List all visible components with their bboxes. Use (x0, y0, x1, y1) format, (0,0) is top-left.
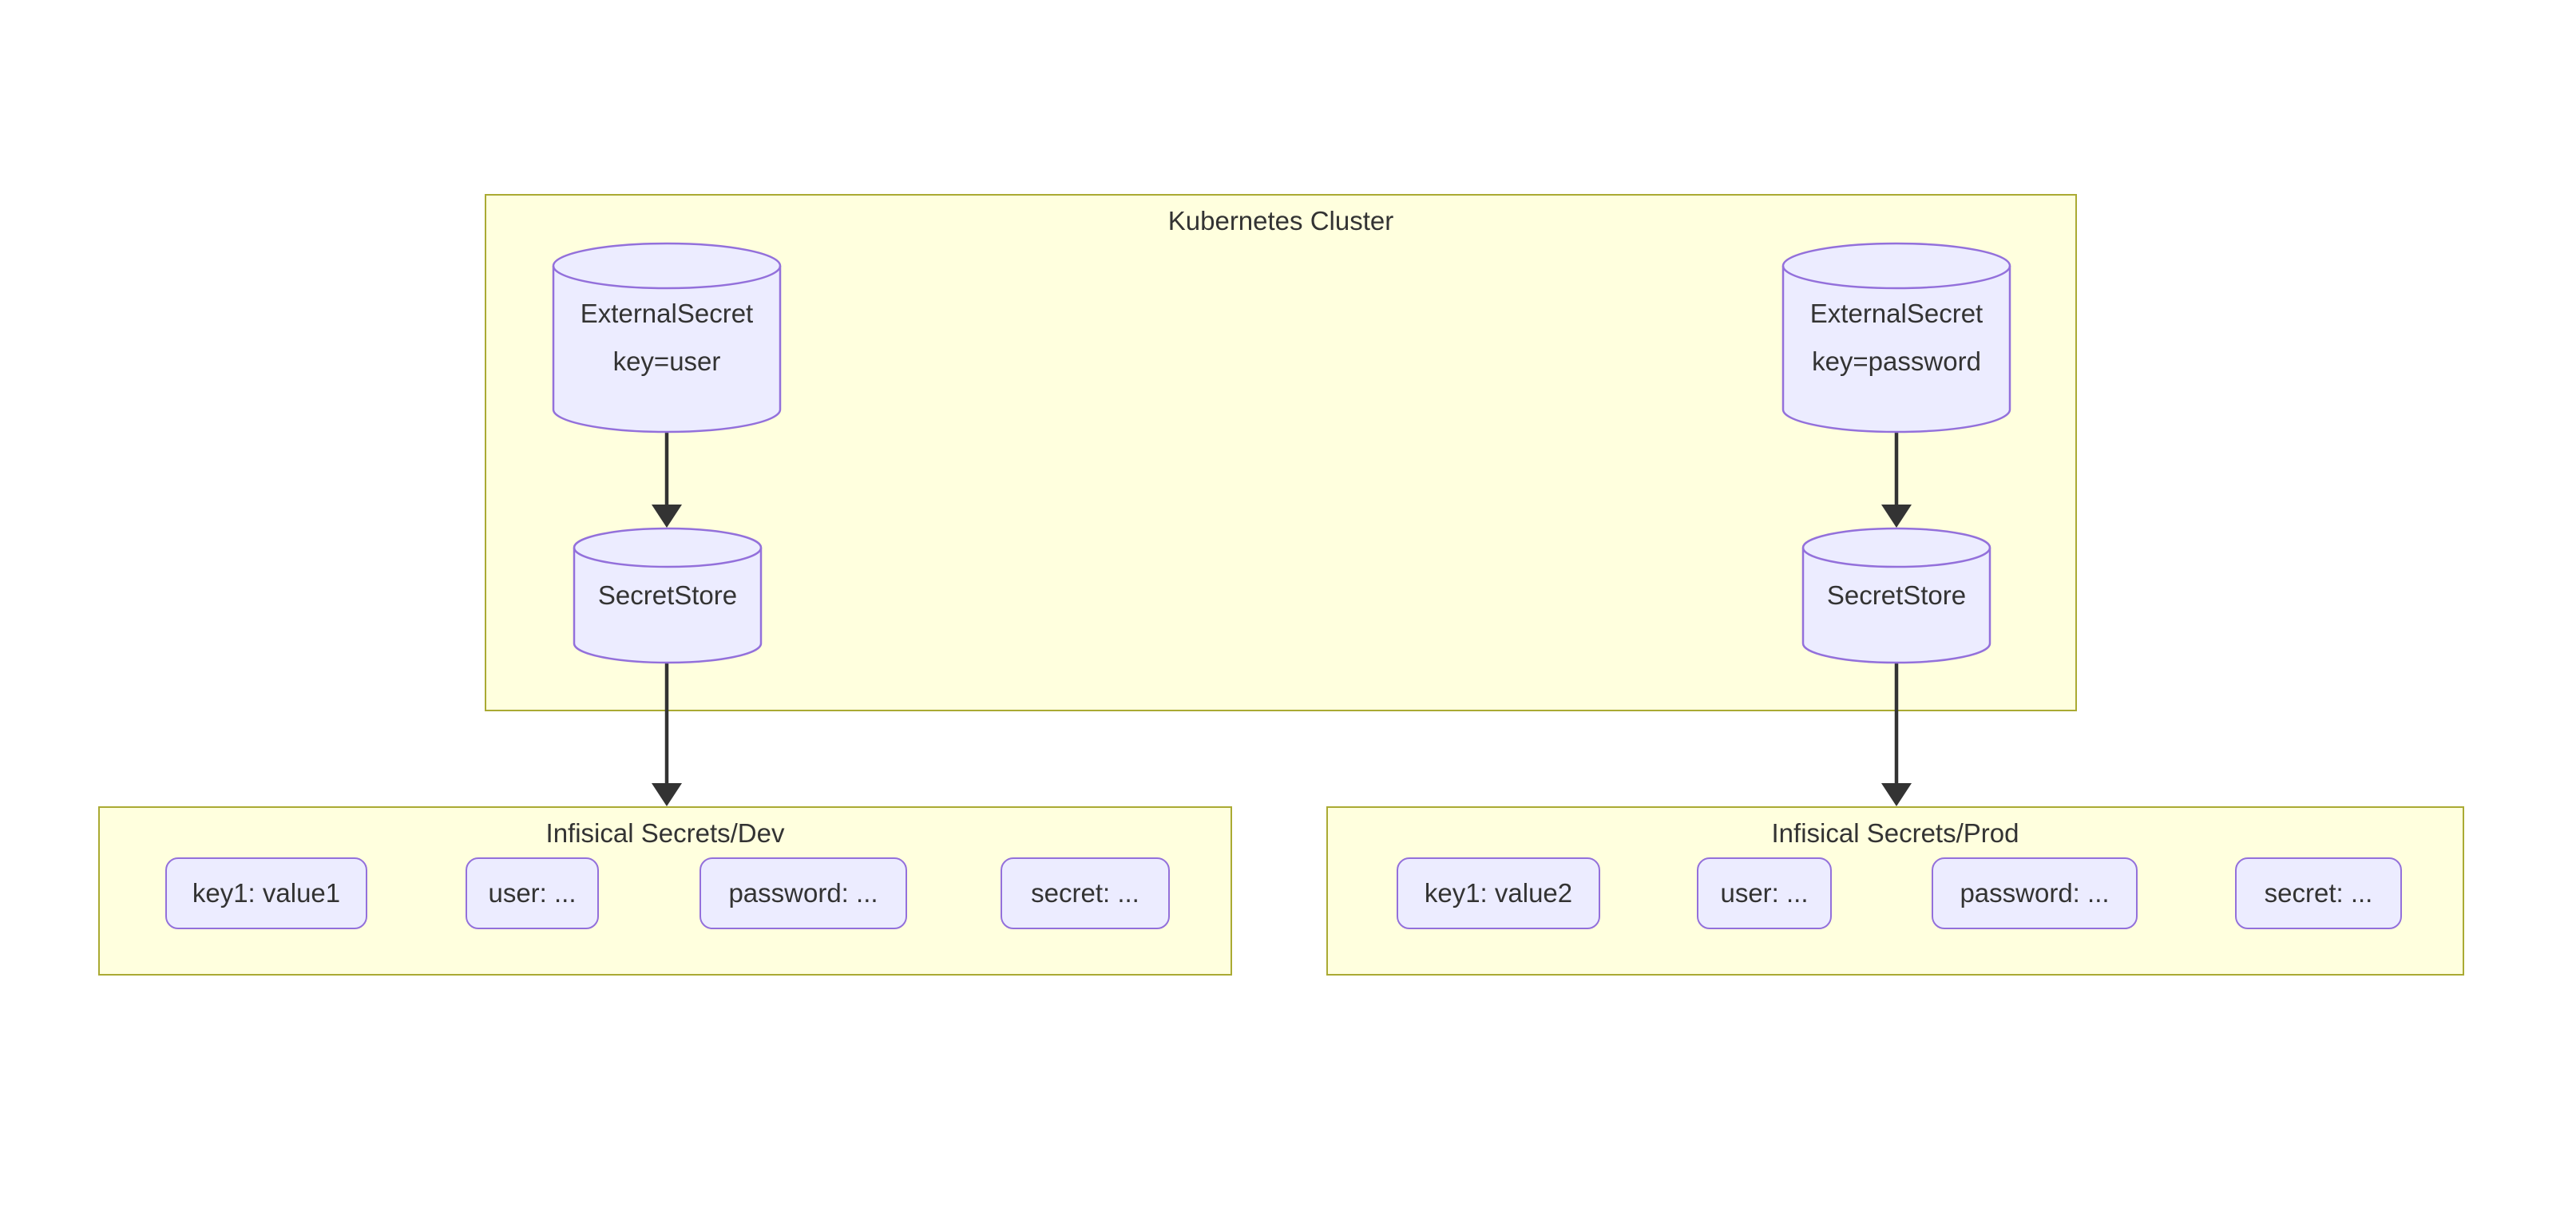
dev-secret-user: user: ... (466, 857, 599, 929)
prod-secret-user: user: ... (1697, 857, 1832, 929)
cluster-infisical-prod: Infisical Secrets/Prod key1: value2 user… (1326, 806, 2464, 976)
cluster-kubernetes-title: Kubernetes Cluster (1167, 206, 1394, 236)
dev-secret-secret: secret: ... (1001, 857, 1170, 929)
cylinder-shape (552, 242, 782, 433)
cluster-infisical-dev: Infisical Secrets/Dev key1: value1 user:… (98, 806, 1232, 976)
cylinder-shape (573, 527, 763, 664)
prod-secret-secret: secret: ... (2235, 857, 2402, 929)
cluster-infisical-prod-title: Infisical Secrets/Prod (1771, 818, 2019, 848)
external-secret-password-label: ExternalSecret key=password (1809, 299, 1984, 376)
node-external-secret-password: ExternalSecret key=password (1781, 242, 2011, 433)
node-external-secret-user: ExternalSecret key=user (552, 242, 782, 433)
external-secret-user-label: ExternalSecret key=user (580, 299, 754, 376)
node-secret-store-right: SecretStore (1801, 527, 1991, 664)
node-secret-store-left: SecretStore (573, 527, 763, 664)
secret-store-left-label: SecretStore (597, 580, 738, 610)
cluster-infisical-dev-title: Infisical Secrets/Dev (545, 818, 785, 848)
cylinder-shape (1801, 527, 1991, 664)
prod-secret-password: password: ... (1932, 857, 2138, 929)
secret-store-right-label: SecretStore (1826, 580, 1967, 610)
prod-secret-key1: key1: value2 (1397, 857, 1600, 929)
dev-secret-key1: key1: value1 (165, 857, 367, 929)
cylinder-shape (1781, 242, 2011, 433)
dev-secret-password: password: ... (699, 857, 907, 929)
